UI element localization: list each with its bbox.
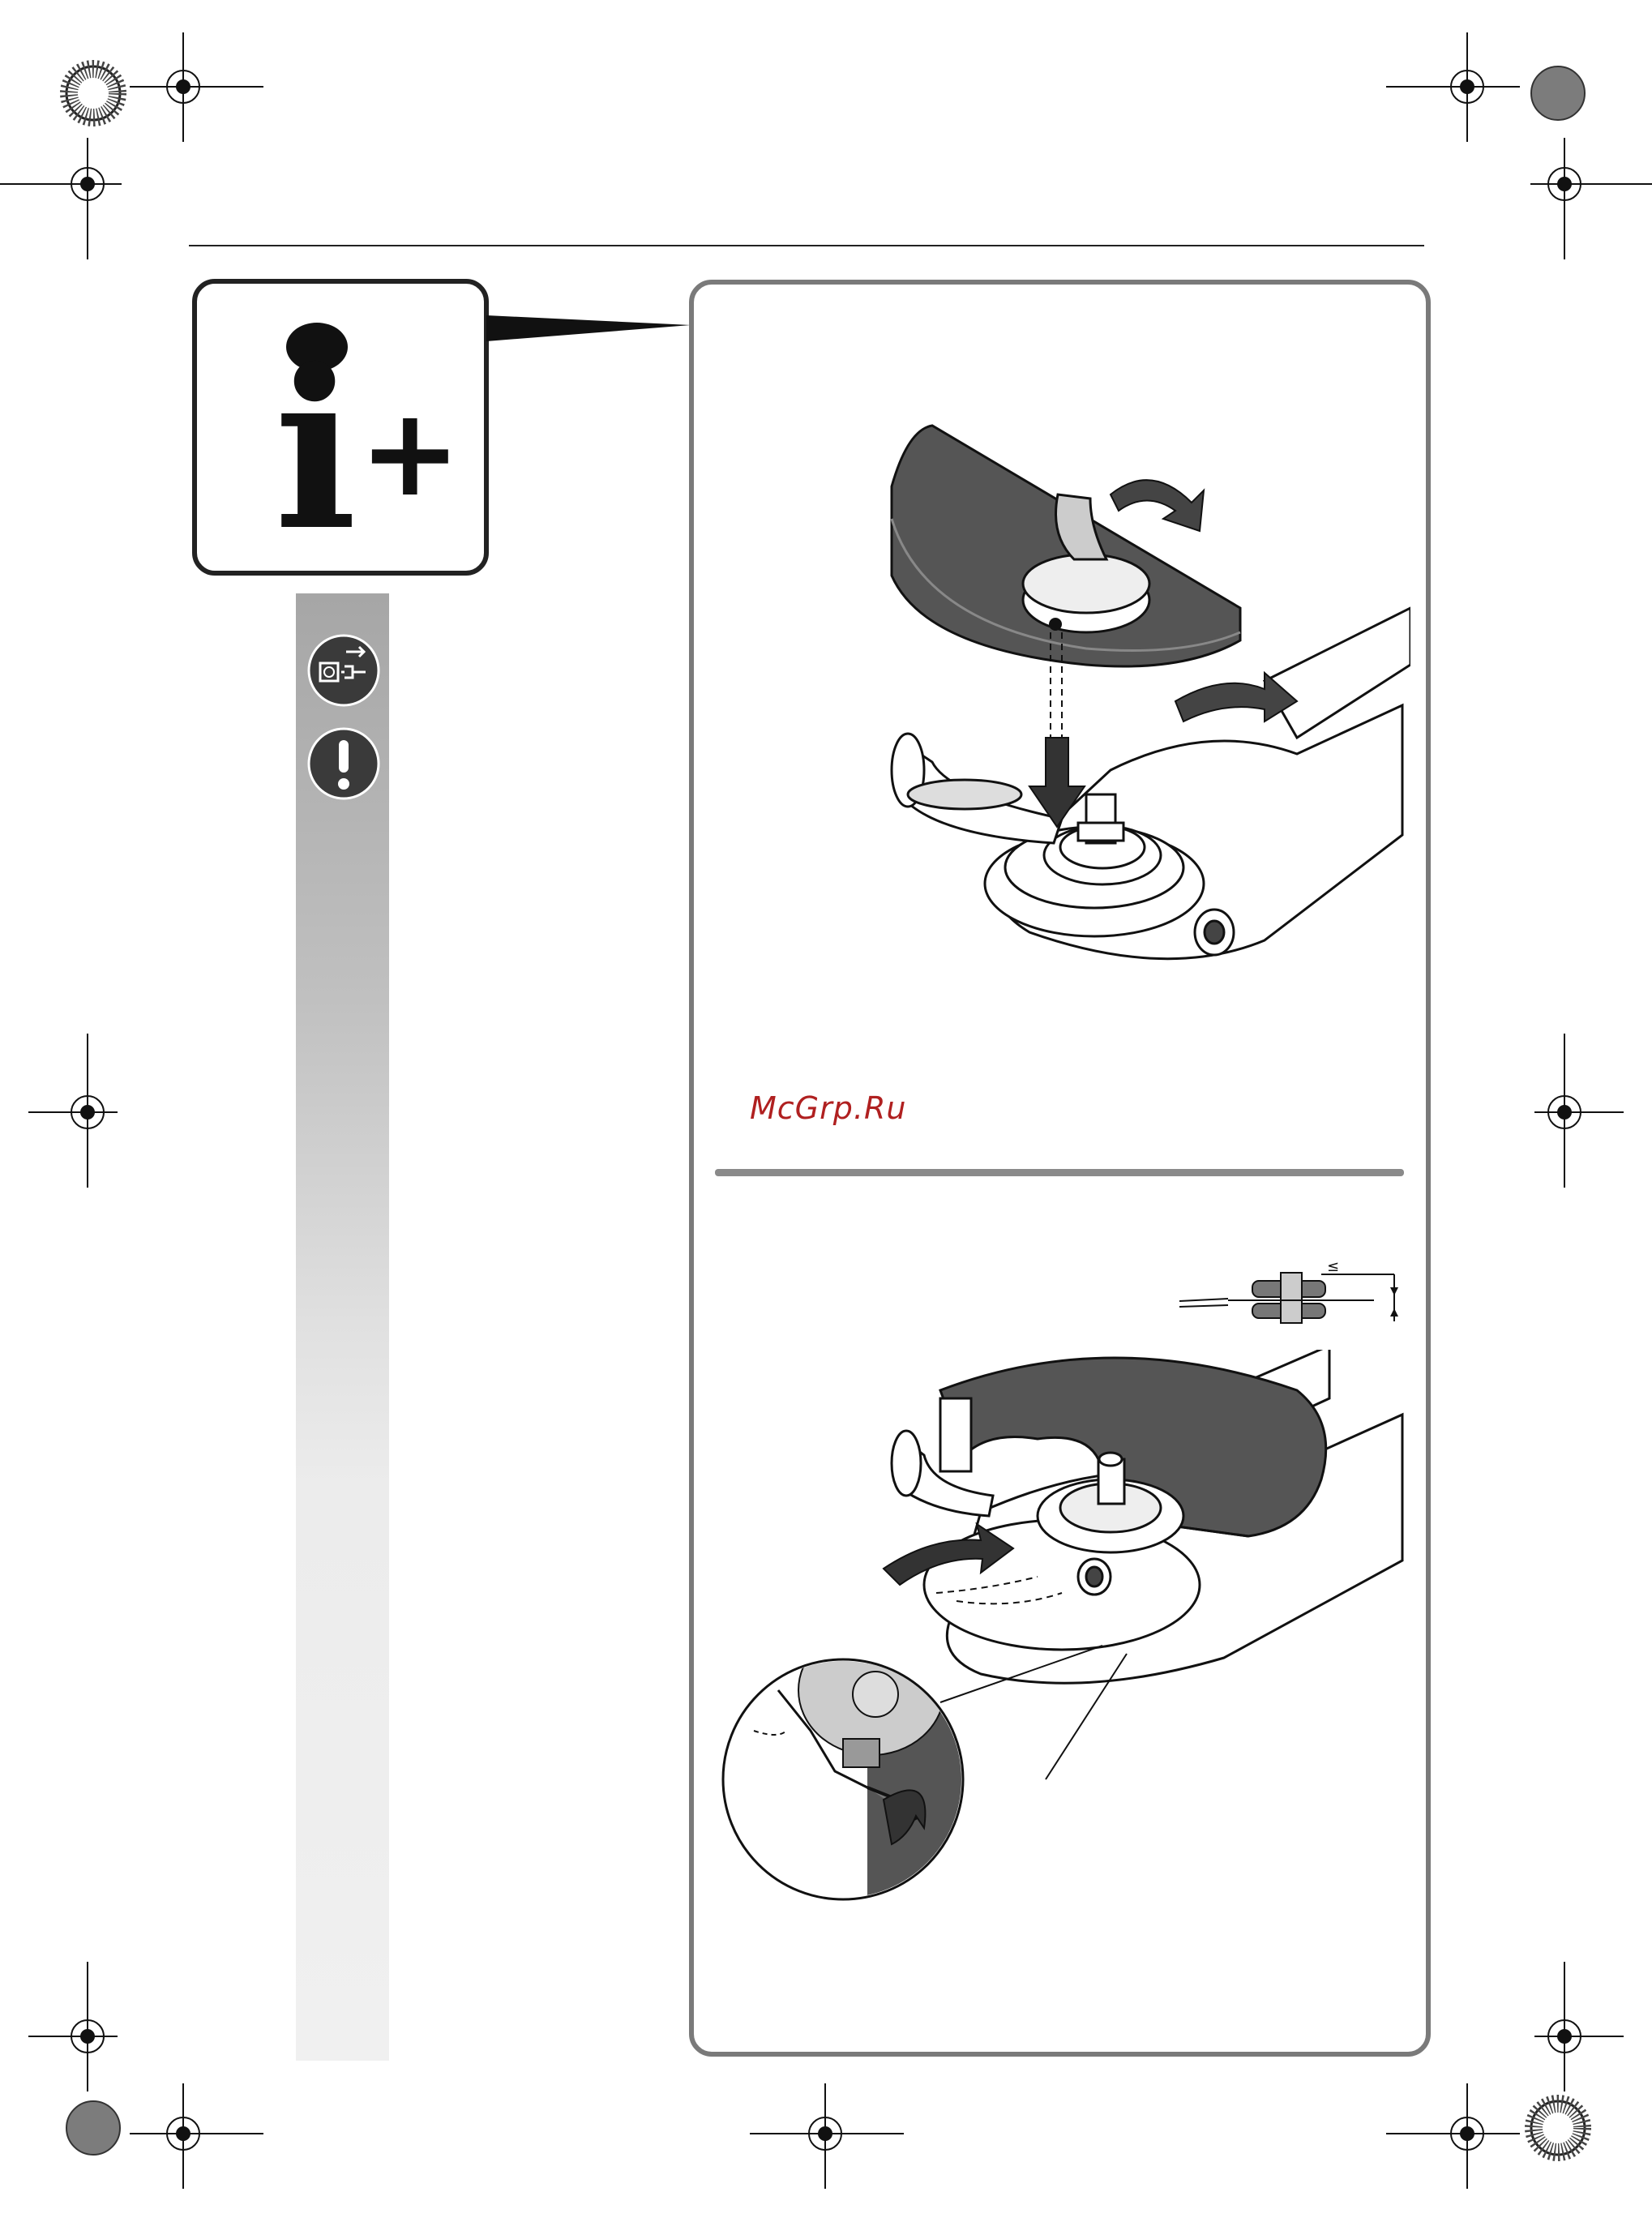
detail-marker: ≤: [1327, 1258, 1339, 1275]
guard-adjusting-figure: [721, 1350, 1419, 1901]
info-letter: i: [274, 321, 357, 571]
info-plus-icon: i +: [197, 284, 484, 571]
watermark-text: McGrp.Ru: [750, 1090, 906, 1126]
guard-mounting-figure: [843, 413, 1410, 997]
clamp-detail-diagram: ≤: [1179, 1257, 1414, 1329]
callout-pointer: [486, 312, 697, 345]
header-rule: [189, 245, 1424, 246]
warning-exclamation-icon: [307, 727, 380, 800]
info-plus-box: i +: [192, 279, 489, 576]
sidebar-strip: [296, 593, 389, 2061]
unplug-power-icon: [307, 634, 380, 707]
panel-divider: [715, 1169, 1404, 1176]
info-plus-sign: +: [359, 383, 461, 524]
